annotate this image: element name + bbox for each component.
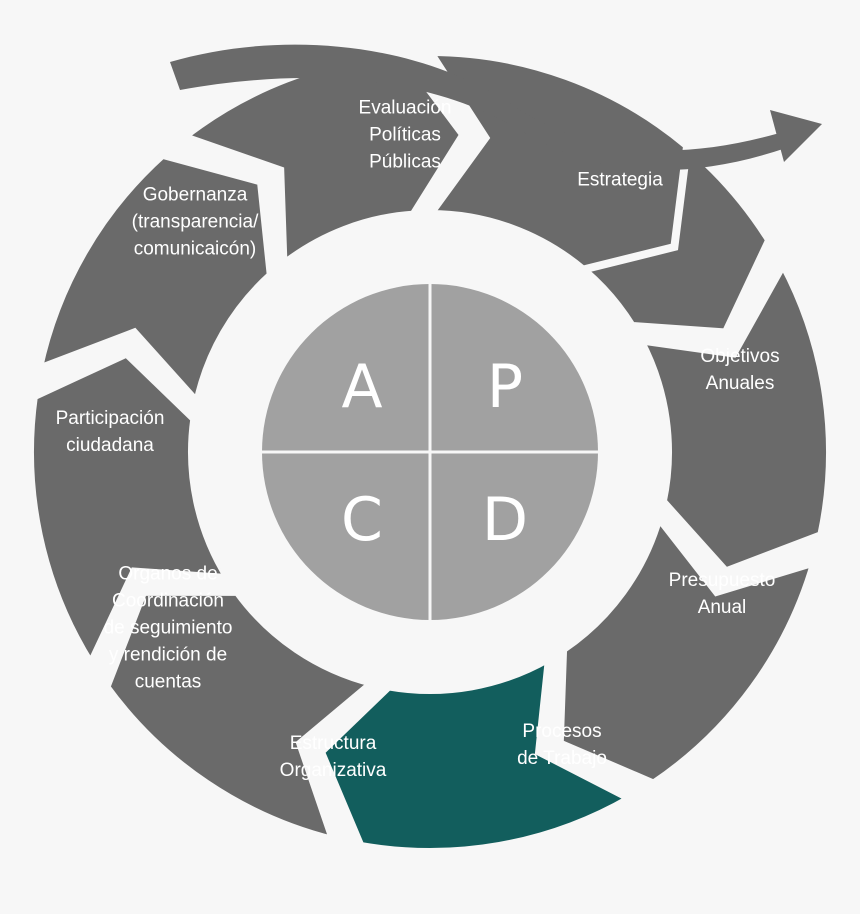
segment-label-line: Organos de (118, 563, 218, 585)
segment-label-line: de Trabajo (517, 748, 607, 769)
segment-label-line: Participación (55, 408, 165, 429)
segment-label-line: Presupuesto (668, 570, 776, 591)
segment-label-procesos: Procesos de Trabajo (517, 718, 607, 772)
segment-label-line: Políticas (369, 124, 441, 146)
segment-label-line: comunicaicón) (133, 238, 257, 260)
segment-label-organos-de: Organos de Coordinación de seguimiento y re… (104, 561, 233, 696)
quadrant-p-label: P (486, 352, 524, 422)
segment-label-line: Procesos (522, 721, 602, 742)
segment-label-line: cuentas (134, 671, 202, 693)
segment-label-line: Evaluación (358, 97, 452, 119)
segment-label-line: Coordinación (112, 590, 224, 612)
segment-label-line: Estrategia (577, 169, 663, 191)
segment-label-line: Gobernanza (142, 184, 248, 206)
segment-label-line: Anual (697, 597, 747, 618)
segment-label-line: Anuales (705, 373, 775, 394)
cycle-arrow-head-icon (770, 110, 822, 162)
segment-label-line: Organizativa (279, 760, 387, 781)
segment-label-line: Públicas (369, 151, 441, 173)
quadrant-a-label: A (341, 352, 383, 422)
segment-label-line: Objetivos (700, 346, 780, 367)
segment-label-gobernanza: Gobernanza (transparencia/comunicaicón) (132, 182, 259, 263)
cycle-arrow-body (170, 44, 790, 171)
segment-label-estrategia: Estrategia (577, 167, 663, 194)
quadrant-d-label: D (481, 485, 529, 555)
segment-label-line: y rendición de (108, 644, 228, 666)
segment-label-participacion: Participación ciudadana (56, 405, 165, 459)
segment-label-line: (transparencia/ (131, 211, 259, 233)
segment-label-line: ciudadana (66, 435, 154, 456)
quadrant-c-label: C (341, 485, 383, 555)
segment-label-line: Estructura (289, 733, 377, 754)
segment-label-line: de seguimiento (103, 617, 233, 639)
